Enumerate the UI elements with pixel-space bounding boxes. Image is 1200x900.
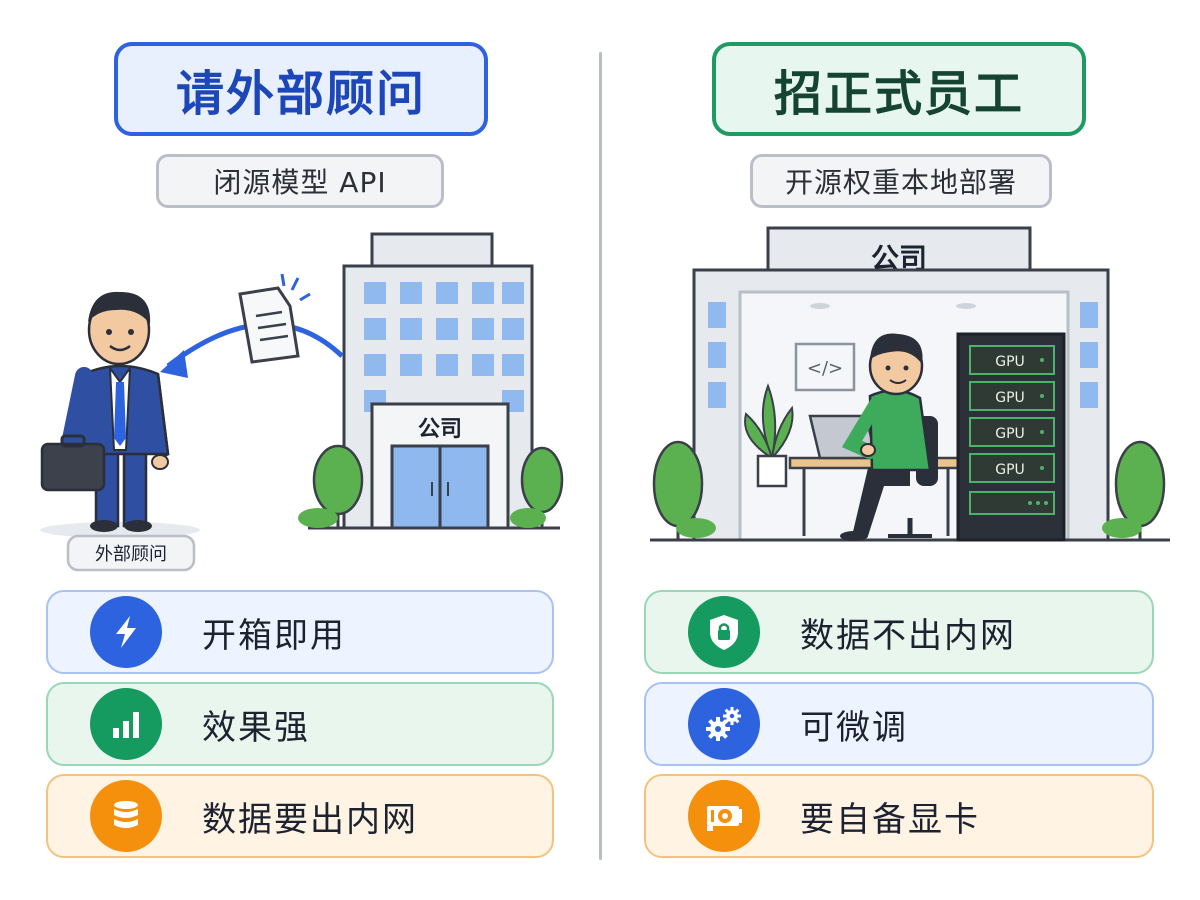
- gpu-label: GPU: [995, 426, 1025, 442]
- feature-label: 要自备显卡: [800, 799, 980, 840]
- left-title: 请外部顾问: [114, 42, 488, 136]
- feature-card-need-own-gpu: 要自备显卡: [644, 774, 1154, 858]
- building-sign: 公司: [418, 417, 462, 442]
- right-subtitle: 开源权重本地部署: [750, 154, 1052, 208]
- gpu-label: GPU: [995, 354, 1025, 370]
- center-divider: [599, 52, 602, 860]
- bar-chart-icon: [90, 688, 162, 760]
- feature-label: 可微调: [800, 707, 908, 748]
- gpu-server-rack-icon: GPU GPU GPU GPU: [956, 332, 1066, 542]
- tree-icon: [510, 446, 564, 528]
- tree-icon: [1102, 440, 1166, 540]
- feature-label: 开箱即用: [202, 615, 346, 656]
- feature-card-data-stays-internal: 数据不出内网: [644, 590, 1154, 674]
- feature-card-strong-performance: 效果强: [46, 682, 554, 766]
- feature-card-fine-tunable: 可微调: [644, 682, 1154, 766]
- person-label-box: [66, 534, 196, 572]
- left-subtitle: 闭源模型 API: [156, 154, 444, 208]
- employee-scene: 公司 </>: [650, 226, 1170, 542]
- code-screen-icon: [794, 342, 856, 392]
- gears-icon: [688, 688, 760, 760]
- company-building: 公司: [342, 232, 534, 530]
- database-icon: [90, 780, 162, 852]
- tree-icon: [652, 440, 716, 540]
- consultant-person: [40, 291, 200, 538]
- tree-icon: [298, 444, 364, 528]
- gpu-label: GPU: [995, 462, 1025, 478]
- shield-lock-icon: [688, 596, 760, 668]
- briefcase-icon: [40, 442, 106, 492]
- feature-card-data-leaves-network: 数据要出内网: [46, 774, 554, 858]
- employee-person: [840, 333, 932, 541]
- feature-label: 数据不出内网: [800, 615, 1016, 656]
- plant-icon: [744, 383, 794, 488]
- arrow-head-icon: [160, 350, 188, 378]
- screen-code: </>: [807, 358, 843, 379]
- feature-card-ready-to-use: 开箱即用: [46, 590, 554, 674]
- person-label: 外部顾问: [95, 544, 167, 565]
- consultant-scene: 公司: [40, 232, 564, 572]
- document-icon: [238, 273, 311, 364]
- graphics-card-icon: [688, 780, 760, 852]
- right-title: 招正式员工: [712, 42, 1086, 136]
- lightning-icon: [90, 596, 162, 668]
- feature-label: 数据要出内网: [202, 799, 418, 840]
- gpu-label: GPU: [995, 390, 1025, 406]
- feature-label: 效果强: [202, 707, 310, 748]
